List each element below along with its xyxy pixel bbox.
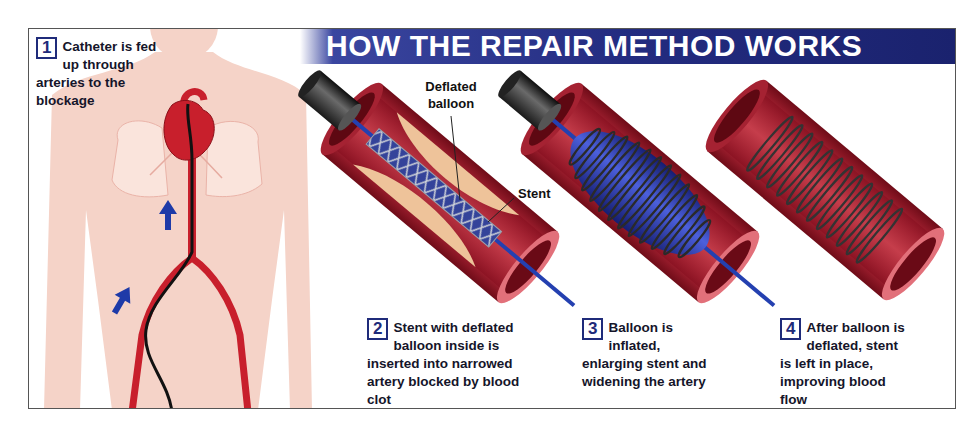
step-number: 2 bbox=[367, 318, 388, 340]
part-label: Stent bbox=[518, 185, 551, 202]
frame bbox=[29, 29, 956, 409]
artery-narrowed bbox=[276, 45, 603, 340]
part-label: Deflated balloon bbox=[418, 78, 484, 112]
step-number: 1 bbox=[36, 37, 57, 59]
step-box: 2Stent with deflated balloon inside is i… bbox=[367, 318, 532, 408]
artery-stent-in-place bbox=[697, 72, 952, 307]
artery-balloon-inflated bbox=[476, 45, 803, 340]
title-banner: HOW THE REPAIR METHOD WORKS bbox=[326, 29, 862, 63]
step-box: 1Catheter is fed up through arteries to … bbox=[36, 37, 164, 109]
leader-line bbox=[451, 116, 460, 200]
step-box: 4After balloon is deflated, stent is lef… bbox=[780, 318, 912, 408]
leader-line bbox=[488, 198, 514, 222]
step-number: 3 bbox=[582, 318, 603, 340]
step-number: 4 bbox=[780, 318, 801, 340]
title-band bbox=[300, 28, 955, 64]
step-caption: Stent with deflated balloon inside is in… bbox=[367, 320, 519, 407]
step-box: 3Balloon is inflated, enlarging stent an… bbox=[582, 318, 710, 390]
